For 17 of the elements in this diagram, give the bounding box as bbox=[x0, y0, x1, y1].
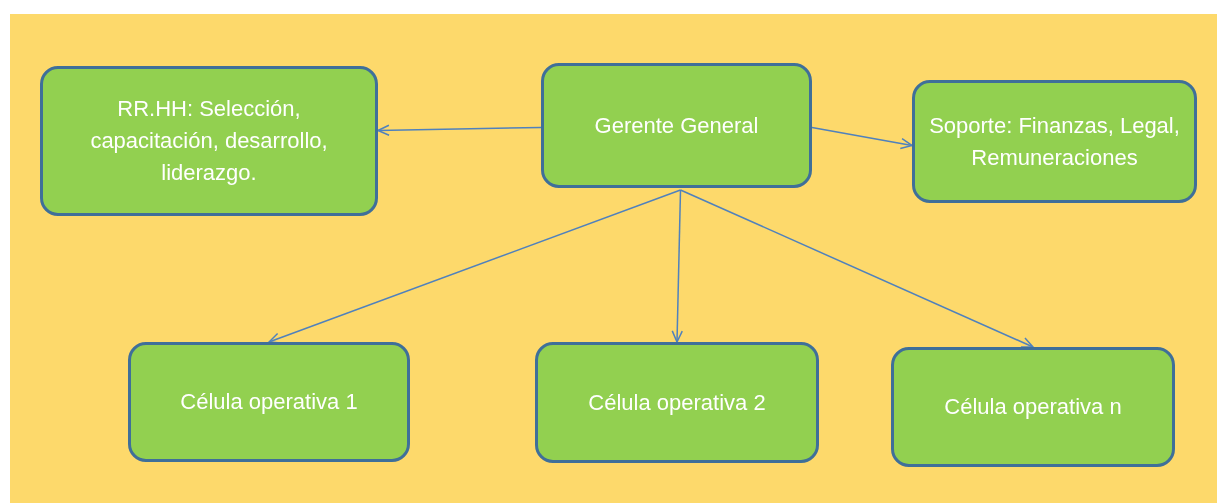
box-label: Soporte: Finanzas, Legal, Remuneraciones bbox=[928, 111, 1181, 172]
process-box bbox=[912, 80, 1197, 203]
box-label: Célula operativa 1 bbox=[180, 388, 358, 417]
box-label: Célula operativa 2 bbox=[588, 388, 766, 417]
box-label: Gerente General bbox=[594, 111, 759, 140]
box-label: RR.HH: Selección, capacitación, desarrollo, liderazgo. bbox=[89, 95, 329, 187]
arrow bbox=[268, 189, 682, 344]
process-box bbox=[891, 347, 1175, 467]
process-box bbox=[535, 342, 819, 463]
arrow bbox=[671, 189, 683, 343]
arrow bbox=[679, 189, 1034, 348]
box-label: Célula operativa n bbox=[944, 393, 1122, 422]
process-box bbox=[541, 63, 812, 188]
process-box bbox=[40, 66, 378, 216]
arrow bbox=[377, 124, 542, 137]
arrow bbox=[811, 126, 913, 150]
process-box bbox=[128, 342, 410, 462]
